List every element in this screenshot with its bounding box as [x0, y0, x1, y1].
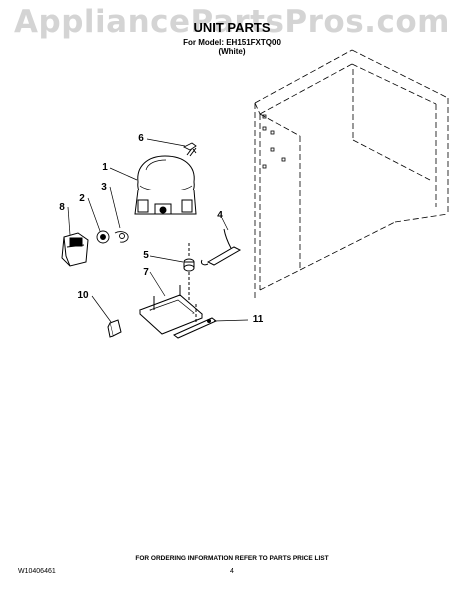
callout-5: 5	[143, 250, 149, 261]
ordering-note: FOR ORDERING INFORMATION REFER TO PARTS …	[135, 555, 329, 562]
document-number: W10406461	[18, 568, 56, 575]
compressor-drawing	[134, 146, 197, 215]
callout-3: 3	[101, 182, 107, 193]
parts-2-3-drawing	[96, 230, 129, 244]
cabinet-holes	[262, 114, 286, 169]
callout-11: 11	[252, 314, 264, 325]
callout-10: 10	[77, 290, 89, 301]
watermark: AppliancePartsPros.com	[14, 4, 450, 40]
part-4-drawing	[201, 228, 242, 266]
page-number: 4	[230, 568, 234, 575]
model-info: For Model: EH151FXTQ00 (White)	[0, 38, 464, 56]
leader-lines	[67, 138, 249, 323]
callout-2: 2	[79, 193, 85, 204]
part-7-drawing	[139, 272, 203, 335]
model-number: For Model: EH151FXTQ00	[183, 38, 281, 47]
callout-4: 4	[217, 210, 223, 221]
part-8-drawing	[61, 232, 89, 267]
page-title: UNIT PARTS	[193, 20, 271, 35]
callout-8: 8	[59, 202, 65, 213]
model-color: (White)	[218, 47, 246, 56]
callout-1: 1	[102, 162, 108, 173]
callout-7: 7	[143, 267, 149, 278]
callout-6: 6	[138, 133, 144, 144]
cabinet-outline	[254, 49, 449, 300]
part-5-drawing	[183, 243, 195, 272]
part-6-drawing	[182, 142, 197, 154]
part-10-drawing	[107, 319, 122, 338]
